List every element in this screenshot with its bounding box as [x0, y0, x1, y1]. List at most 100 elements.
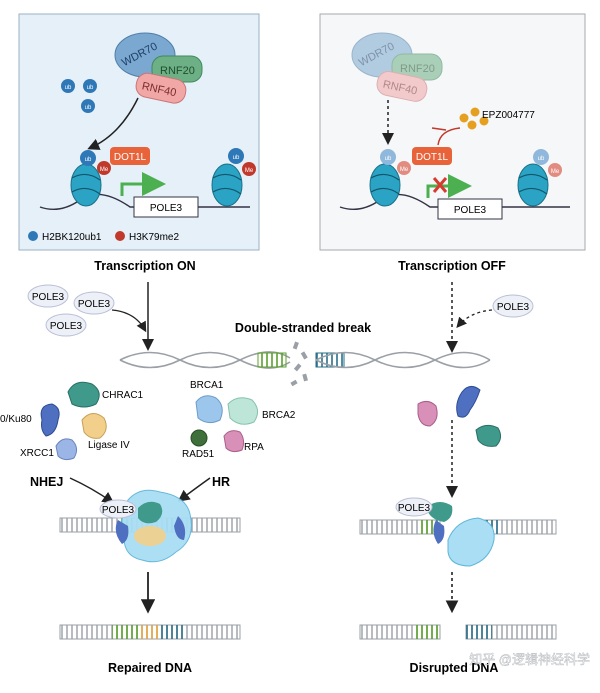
ub-text: ub: [85, 157, 92, 163]
caption-transcription-off: Transcription OFF: [398, 259, 506, 273]
me-text: Me: [551, 169, 560, 175]
rnf40-shape: [135, 72, 187, 104]
ub-circle: [83, 79, 97, 93]
scattered-proteins-right: [417, 386, 502, 447]
rad51-shape: [190, 429, 208, 447]
dna-end-blue: [466, 625, 492, 639]
pole3-cloud-right: [492, 294, 534, 318]
ku80-label: 0/Ku80: [0, 414, 32, 425]
brca2-label: BRCA2: [262, 410, 296, 421]
ku-bound-left: [115, 520, 129, 544]
ub-text: ub: [85, 105, 92, 111]
panel-transcription-off: WDR70 RNF20 RNF40 EPZ004777 ub Me DOT: [319, 13, 586, 251]
pole3-gene-box: [437, 198, 503, 220]
h2bk120ub1-mark: [228, 148, 244, 164]
disrupted-dna-label: Disrupted DNA: [410, 661, 499, 675]
h3k79me2-mark: [242, 162, 256, 176]
hr-proteins: BRCA1 BRCA2 RAD51 RPA: [182, 380, 296, 460]
inhibition-line: [437, 127, 461, 146]
pole3-bound-cloud: [395, 497, 433, 517]
dna-wrap: [518, 173, 548, 195]
inhibitor-dot: [470, 107, 480, 117]
pole3-gene-box: [133, 196, 199, 218]
disrupted-dna: [359, 624, 557, 640]
h2bk120ub1-mark-faded: [533, 149, 549, 165]
ligase-iv-label: Ligase IV: [88, 440, 130, 451]
ku-bound: [433, 520, 445, 544]
chrac1-shape: [475, 424, 502, 447]
nucleosome: ub Me: [369, 149, 411, 207]
h3k79me2-mark-faded: [397, 161, 411, 175]
hr-arrow: [177, 477, 211, 502]
helix-strand: [119, 351, 291, 369]
nhej-arrow: [69, 477, 115, 504]
broken-dna-helix: [119, 341, 491, 387]
h2bk120ub1-mark-faded: [380, 149, 396, 165]
inhibitor-label: EPZ004777: [482, 110, 535, 121]
pole3-cloud: [45, 313, 87, 337]
pole3-label: POLE3: [50, 321, 83, 332]
legend-ub-swatch: [28, 231, 38, 241]
ub-circle: [81, 99, 95, 113]
dot1l-box: [110, 147, 150, 165]
histone-octamer: [517, 163, 549, 207]
recruitment-arrow: [111, 309, 147, 333]
nhej-label: NHEJ: [30, 475, 63, 489]
disrupted-complex-right: POLE3: [359, 497, 557, 567]
ub-text: ub: [233, 155, 240, 161]
h2bk120ub1-mark: [80, 150, 96, 166]
repair-complex-left: POLE3: [59, 489, 241, 563]
free-ubiquitin-group: ub ub ub: [61, 79, 97, 113]
chrac1-shape: [67, 381, 100, 408]
ub-circle: [61, 79, 75, 93]
inhibition-bar: [431, 127, 447, 131]
epz004777-inhibitor: EPZ004777: [459, 107, 535, 130]
rnf20-label: RNF20: [400, 63, 435, 75]
legend-me-swatch: [115, 231, 125, 241]
repaired-segment-green: [112, 625, 138, 639]
ubiquitin-ligase-complex: WDR70 RNF20 RNF40: [114, 32, 203, 104]
ubiquitination-arrow: [87, 97, 139, 150]
dot1l-label: DOT1L: [416, 152, 449, 163]
nucleosome: ub Me: [211, 148, 256, 207]
ku80-shape: [40, 403, 60, 437]
repaired-dna-label: Repaired DNA: [108, 661, 192, 675]
chrac1-label: CHRAC1: [102, 390, 144, 401]
chrac1-bound: [138, 501, 163, 524]
nucleosome: ub Me: [70, 150, 111, 207]
faded-ligase-complex: WDR70 RNF20 RNF40: [351, 32, 443, 102]
rnf40-shape: [376, 71, 428, 102]
brca2-shape: [227, 397, 258, 425]
rnf20-label: RNF20: [160, 65, 195, 77]
pole3-cloud: [27, 284, 69, 308]
reduced-recruitment-arrow: [456, 309, 493, 328]
histone-octamer: [70, 163, 102, 207]
pole3-label: POLE3: [32, 292, 65, 303]
me-text: Me: [400, 167, 409, 173]
ub-text: ub: [385, 156, 392, 162]
nhej-proteins: 0/Ku80 CHRAC1 Ligase IV XRCC1: [0, 381, 144, 461]
dna-wrap: [212, 173, 242, 195]
watermark: 知乎 @逻辑神经科学: [469, 652, 590, 667]
hr-label: HR: [212, 475, 230, 489]
caption-transcription-on: Transcription ON: [94, 259, 195, 273]
helix-strand: [119, 351, 291, 369]
legend-me-label: H3K79me2: [129, 232, 179, 243]
ku80-shape: [456, 386, 481, 418]
rpa-label: RPA: [244, 442, 264, 453]
break-fragments: [290, 341, 308, 387]
pole3-bound-label: POLE3: [398, 503, 431, 514]
break-end-green: [257, 352, 287, 368]
h3k79me2-mark-faded: [548, 163, 562, 177]
rpa-shape: [417, 400, 438, 427]
pole3-gene-label: POLE3: [454, 205, 487, 216]
inhibitor-dot: [467, 120, 477, 130]
pole3-cloud-group-left: POLE3 POLE3 POLE3: [27, 284, 115, 337]
nucleosome: ub Me: [517, 149, 562, 207]
me-text: Me: [245, 168, 254, 174]
pole3-label-right: POLE3: [497, 302, 530, 313]
histone-octamer: [369, 163, 401, 207]
rpa-shape: [223, 430, 245, 453]
